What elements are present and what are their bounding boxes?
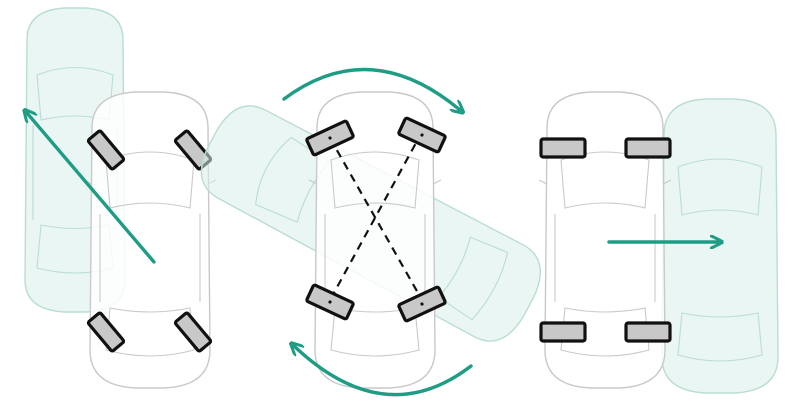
wheel-rear-right [397, 285, 447, 323]
pivot-diagonal-line [329, 131, 423, 301]
wheel-front-right [624, 137, 672, 159]
wheel-rear-left [305, 283, 355, 321]
wheel-rear-right [624, 321, 672, 343]
panel-crab-mode [538, 91, 779, 394]
car-icon [538, 91, 672, 389]
wheel-rear-left [539, 321, 587, 343]
wheel-front-left [539, 137, 587, 159]
pivot-diagonal-line [329, 137, 423, 301]
wheel-front-left [305, 119, 355, 157]
wheel-rear-left [86, 311, 126, 353]
wheel-front-left [86, 129, 126, 171]
wheel-rear-right [173, 311, 213, 353]
panel-diagonal-mode [25, 7, 217, 389]
diagonal-motion-arrow [27, 113, 156, 264]
rotation-arrow-top [282, 67, 460, 110]
panel-pivot-mode [200, 67, 541, 397]
ghost-car-icon [661, 98, 779, 394]
rotation-arrow-bottom [294, 346, 473, 397]
wheel-front-right [397, 116, 447, 154]
